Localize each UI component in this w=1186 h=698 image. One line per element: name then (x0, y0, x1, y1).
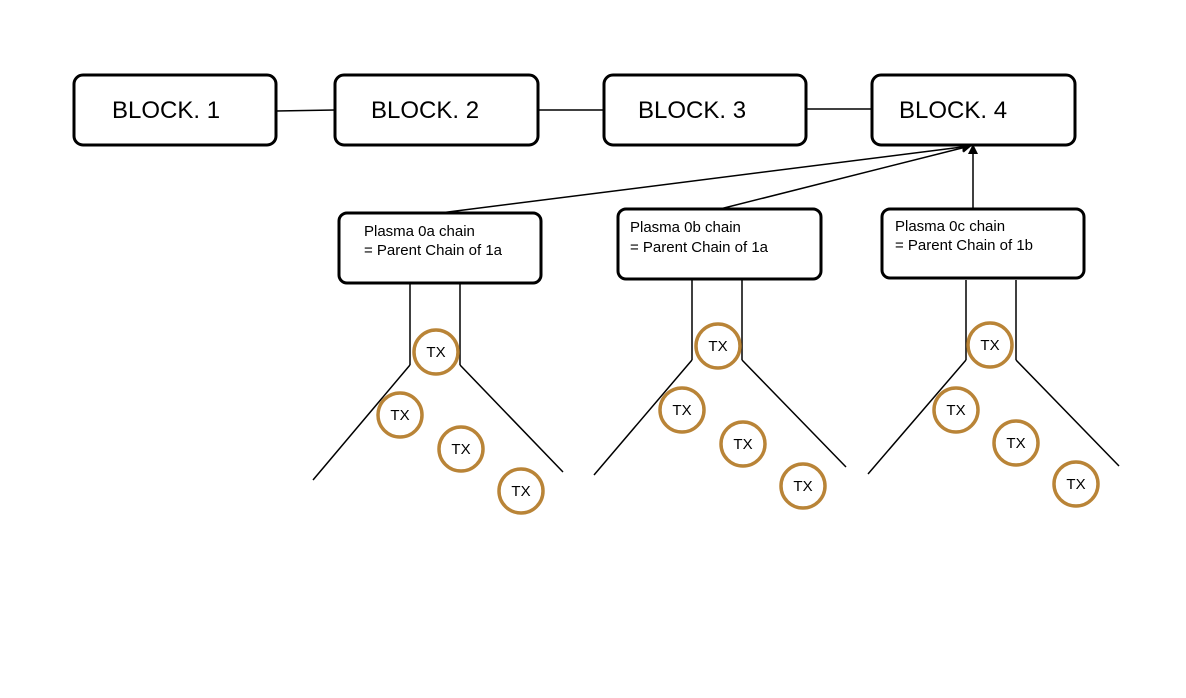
tx-label: TX (511, 483, 530, 500)
plasma-chain-title: Plasma 0a chain (364, 223, 475, 240)
plasma-chain-box (337, 211, 543, 285)
tx-node: TX (658, 386, 706, 434)
tree-branch-left (867, 359, 967, 475)
tx-node: TX (932, 386, 980, 434)
tx-label: TX (672, 402, 691, 419)
plasma-chain-subtitle: = Parent Chain of 1a (364, 242, 503, 259)
block-3-label: BLOCK. 3 (638, 97, 746, 124)
tx-node: TX (719, 420, 767, 468)
block-2-label: BLOCK. 2 (371, 97, 479, 124)
arrow-plasma-0a-to-block-4 (439, 142, 972, 214)
plasma-chain-0c: Plasma 0c chain = Parent Chain of 1b TX … (867, 207, 1120, 508)
tree-branch-left (593, 359, 693, 476)
tx-node: TX (966, 321, 1014, 369)
tx-node: TX (376, 391, 424, 439)
chain-link-1-2 (275, 109, 336, 112)
tx-node: TX (694, 322, 742, 370)
tx-label: TX (793, 478, 812, 495)
tx-node: TX (992, 419, 1040, 467)
tree-branch-right (741, 359, 847, 468)
tx-label: TX (451, 441, 470, 458)
tx-node: TX (437, 425, 485, 473)
plasma-chain-0b: Plasma 0b chain = Parent Chain of 1a TX … (593, 207, 847, 510)
tree-branch-right (459, 364, 564, 473)
block-4: BLOCK. 4 (870, 73, 1077, 147)
tx-label: TX (733, 436, 752, 453)
tree-branch-left (312, 364, 411, 481)
block-2: BLOCK. 2 (333, 73, 540, 147)
tx-label: TX (946, 402, 965, 419)
tx-node: TX (1052, 460, 1100, 508)
plasma-chain-subtitle: = Parent Chain of 1a (630, 239, 769, 256)
tx-label: TX (708, 338, 727, 355)
plasma-chain-0a: Plasma 0a chain = Parent Chain of 1a TX … (312, 211, 564, 515)
tx-label: TX (980, 337, 999, 354)
block-1-label: BLOCK. 1 (112, 97, 220, 124)
plasma-chain-title: Plasma 0b chain (630, 219, 741, 236)
tx-label: TX (1066, 476, 1085, 493)
tx-node: TX (412, 328, 460, 376)
tx-node: TX (779, 462, 827, 510)
plasma-chain-subtitle: = Parent Chain of 1b (895, 237, 1033, 254)
block-4-label: BLOCK. 4 (899, 97, 1007, 124)
tx-label: TX (1006, 435, 1025, 452)
plasma-chain-box (880, 207, 1086, 280)
plasma-chain-box (616, 207, 823, 281)
tree-branch-right (1015, 359, 1120, 467)
tx-label: TX (390, 407, 409, 424)
tx-node: TX (497, 467, 545, 515)
tx-label: TX (426, 344, 445, 361)
arrow-plasma-0b-to-block-4 (719, 143, 972, 210)
plasma-chain-title: Plasma 0c chain (895, 218, 1005, 235)
block-1: BLOCK. 1 (72, 73, 278, 147)
block-3: BLOCK. 3 (602, 73, 808, 147)
